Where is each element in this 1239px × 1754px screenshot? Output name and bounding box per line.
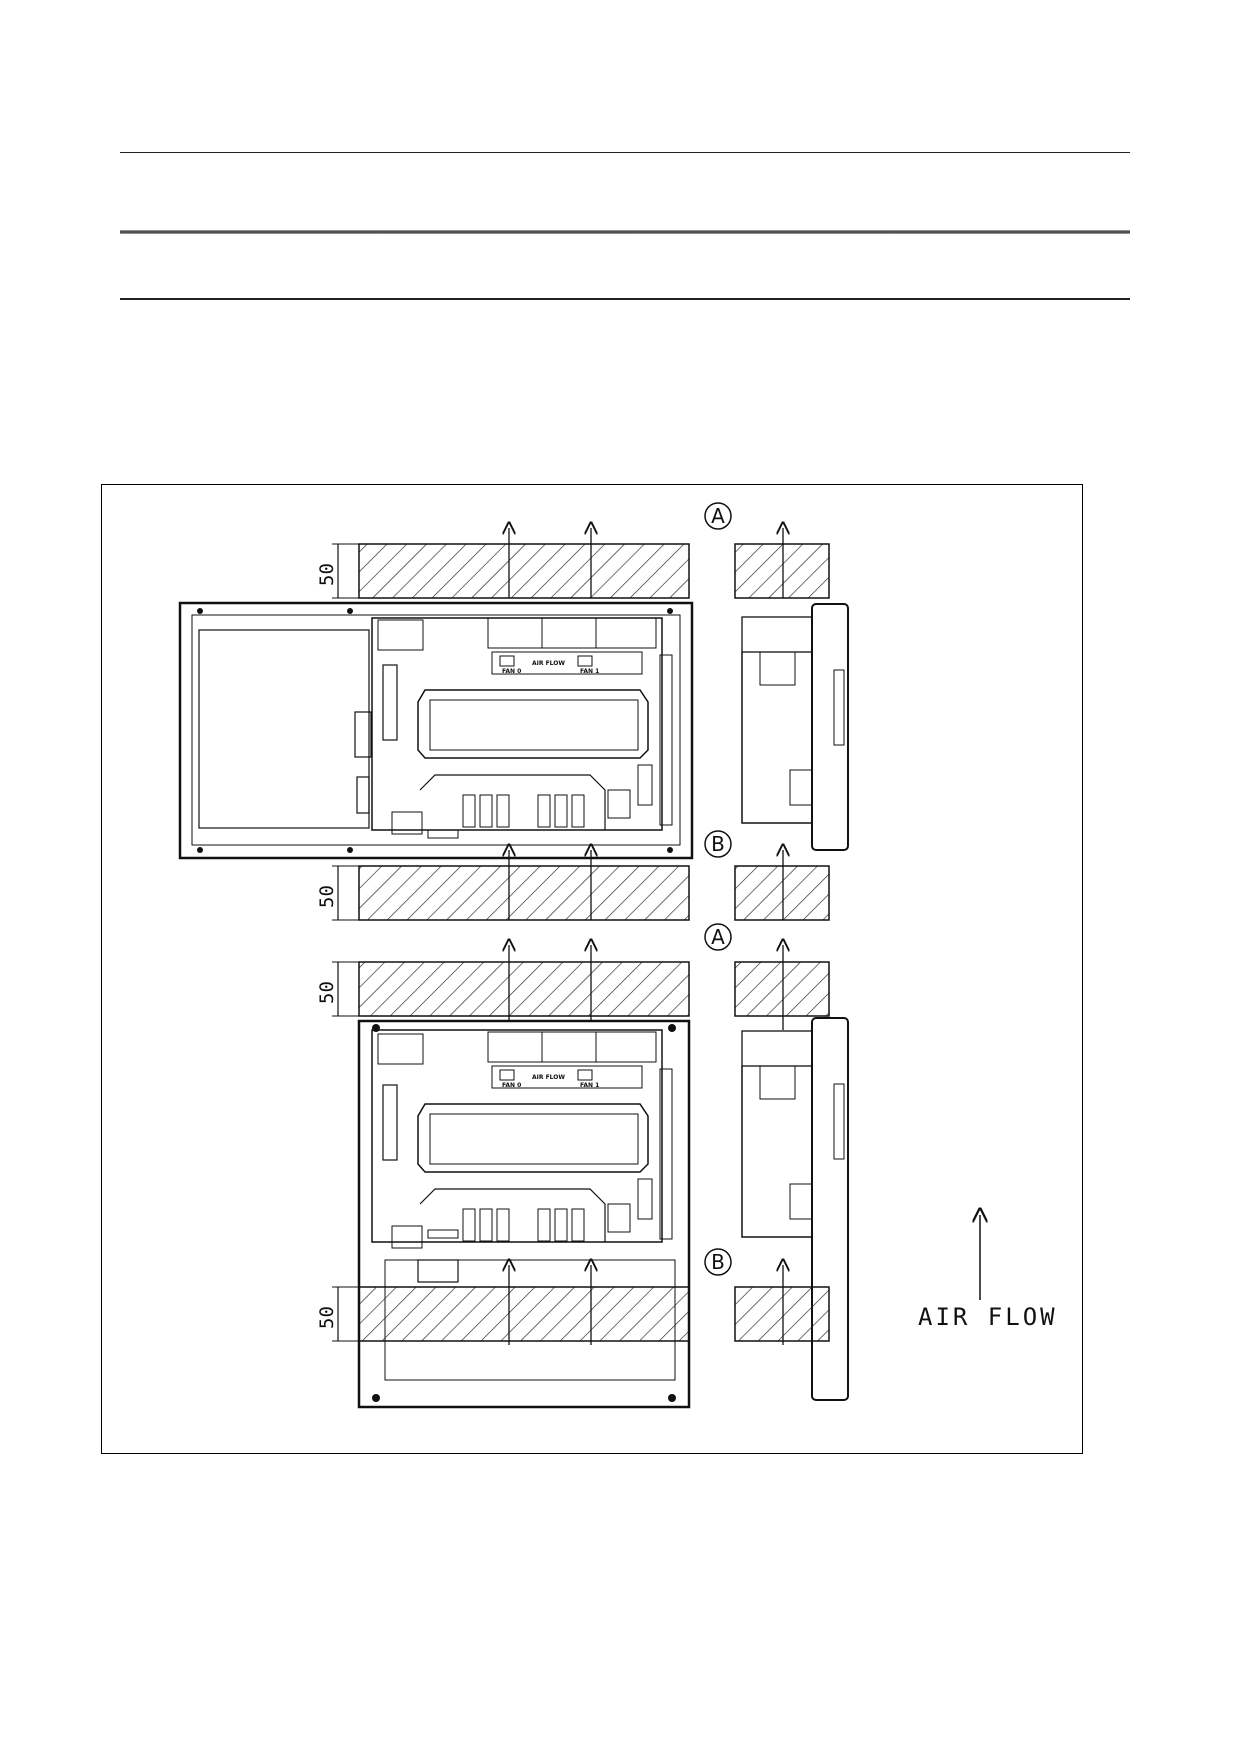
header-rule-top [120, 152, 1130, 153]
airflow-arrows-top [509, 528, 783, 598]
marker-b-upper: B [704, 830, 732, 858]
airflow-arrows-upper-bottom [509, 850, 783, 920]
dimension-50-1: 50 [316, 543, 359, 599]
dimension-50-4: 50 [316, 1286, 359, 1342]
clearance-zone-lower-top-side [734, 961, 830, 1017]
clearance-zone-upper-bottom-front [358, 865, 690, 921]
clearance-zone-top-side [734, 543, 830, 599]
header-rule-thick [120, 230, 1130, 234]
clearance-label-4: 50 [316, 1306, 338, 1329]
airflow-legend: AIR FLOW [918, 1215, 1058, 1331]
svg-text:B: B [711, 1250, 725, 1274]
marker-a-label: A [711, 504, 725, 528]
clearance-label-3: 50 [316, 981, 338, 1004]
unit-front-view-upper: AIR FLOW FAN 0 FAN 1 [178, 601, 694, 860]
header-rule-bottom [120, 298, 1130, 300]
clearance-zone-upper-bottom-side [734, 865, 830, 921]
clearance-zone-top-front [358, 543, 690, 599]
clearance-label-1: 50 [316, 563, 338, 586]
unit-side-view-lower [741, 1017, 849, 1401]
airflow-arrows-lower-top [509, 945, 783, 1030]
svg-text:FAN 1: FAN 1 [580, 668, 599, 675]
dimension-50-3: 50 [316, 961, 359, 1017]
svg-text:FAN 1: FAN 1 [580, 1082, 599, 1089]
svg-text:AIR FLOW: AIR FLOW [532, 1074, 565, 1081]
airflow-arrows-lower-bottom [509, 1265, 783, 1345]
clearance-zone-lower-bottom-front [358, 1286, 690, 1342]
svg-text:FAN 0: FAN 0 [502, 668, 521, 675]
marker-b-label: B [711, 832, 725, 856]
marker-a-top: A [704, 502, 732, 530]
marker-b-lower: B [704, 1248, 732, 1276]
svg-text:FAN 0: FAN 0 [502, 1082, 521, 1089]
clearance-zone-lower-top-front [358, 961, 690, 1017]
dimension-50-2: 50 [316, 865, 359, 921]
svg-text:AIR FLOW: AIR FLOW [532, 660, 565, 667]
airflow-label: AIR FLOW [918, 1303, 1058, 1331]
clearance-zone-lower-bottom-side [734, 1286, 830, 1342]
figure-frame [101, 484, 1083, 1454]
marker-a-lower: A [704, 923, 732, 951]
svg-text:A: A [711, 925, 725, 949]
unit-front-view-lower: AIR FLOW FAN 0 FAN 1 [357, 1019, 691, 1409]
unit-side-view-upper [741, 603, 849, 851]
clearance-label-2: 50 [316, 885, 338, 908]
